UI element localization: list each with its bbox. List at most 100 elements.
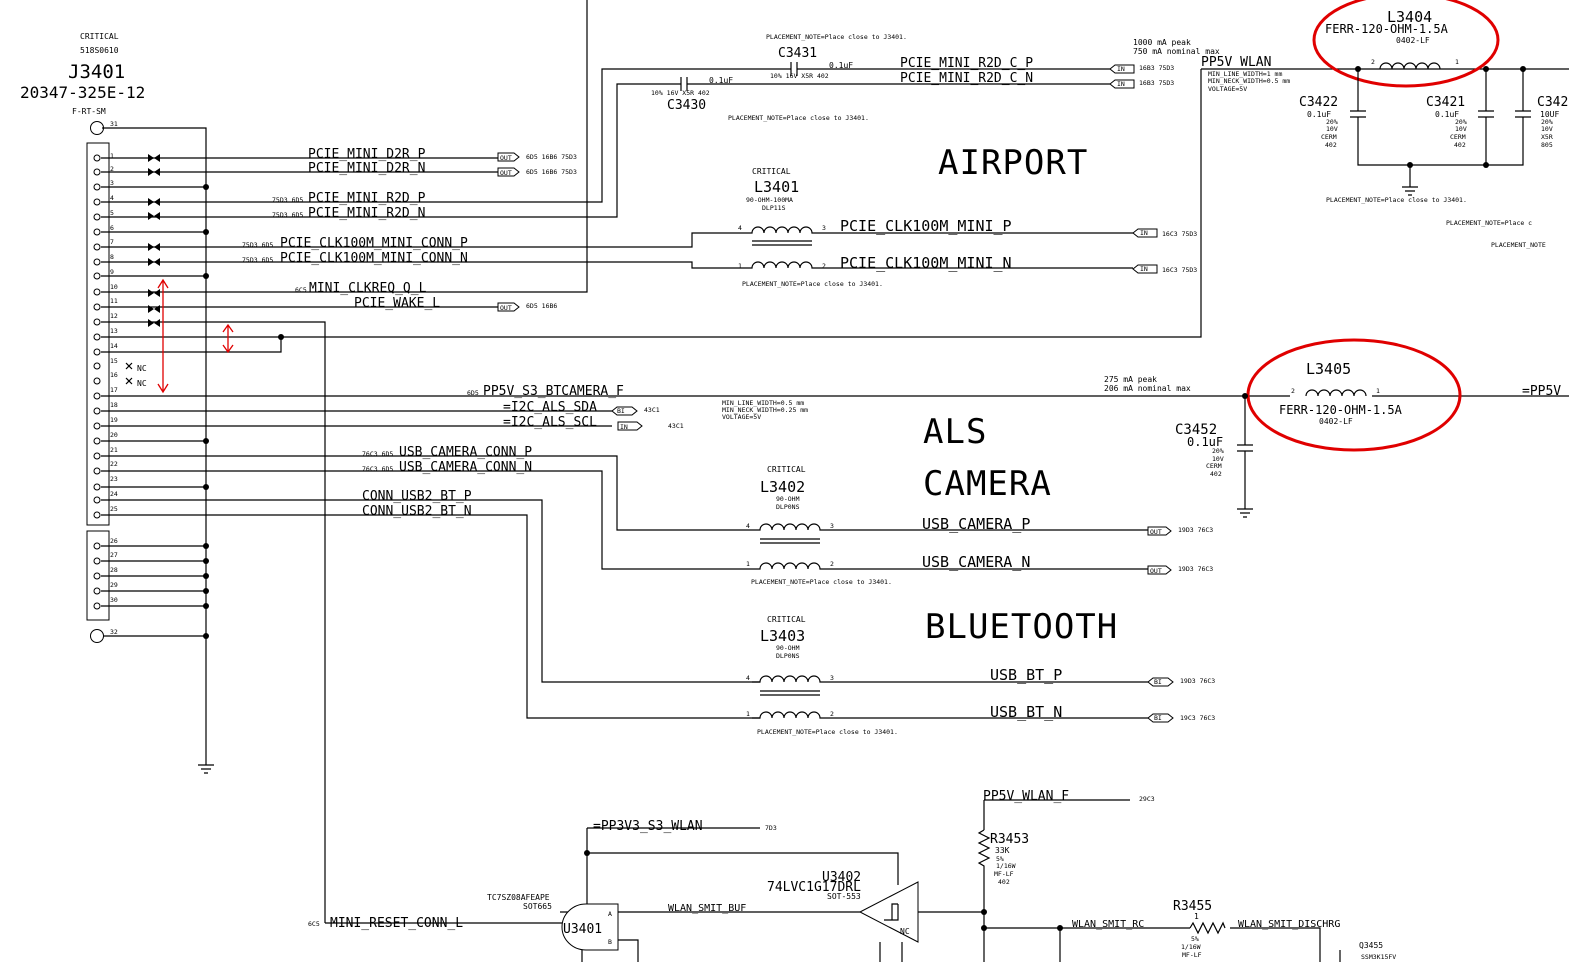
pin-circle: [93, 258, 101, 266]
xref-usbcam-p: 19D3 76C3: [1178, 526, 1213, 534]
capacitor-c3421[interactable]: C3421 0.1uF 20% 10V CERM 402: [1426, 95, 1467, 149]
pin-17-label: 17: [110, 386, 118, 394]
xref-clk-conn-p: 75D3 6D5: [242, 241, 273, 249]
net-pcie-mini-d2r-p: PCIE_MINI_D2R_P: [308, 147, 426, 162]
capacitor-c3430[interactable]: C3430 0.1uF 10% 16V X5R 402: [651, 68, 1110, 113]
schmitt-buffer-u3402[interactable]: U3402 74LVC1G17DRL SOT-553 NC: [767, 870, 919, 962]
net-usb-camera-conn-n: USB_CAMERA_CONN_N: [399, 460, 532, 475]
svg-text:10% 16V X5R 402: 10% 16V X5R 402: [651, 89, 710, 97]
pin-20-label: 20: [110, 431, 118, 439]
mosfet-q3455[interactable]: Q3455 SSM3K15FV: [1339, 941, 1396, 962]
svg-text:0.1uF: 0.1uF: [829, 61, 853, 70]
pin-10-label: 10: [110, 283, 118, 291]
capacitor-c342x[interactable]: C342 10UF 20% 10V X5R 805: [1537, 95, 1568, 149]
connector-pin-circles: [93, 154, 101, 610]
note-wlan-peak: 1000 mA peak: [1133, 38, 1191, 47]
pin-8-label: 8: [110, 253, 114, 261]
svg-text:BI: BI: [1154, 714, 1162, 722]
pin-9-label: 9: [110, 268, 114, 276]
in-flag-r2d-c-p: IN: [1109, 64, 1135, 74]
nc-label-16: NC: [137, 379, 147, 388]
svg-text:Q3455: Q3455: [1359, 941, 1383, 950]
note-place-l3403: PLACEMENT_NOTE=Place close to J3401.: [757, 728, 898, 736]
net-conn-usb2-bt-p: CONN_USB2_BT_P: [362, 489, 472, 504]
out-flag-d2r-p: OUT: [497, 152, 520, 162]
pin-4-label: 4: [110, 194, 114, 202]
net-pp5v-wlan: PP5V_WLAN: [1201, 55, 1271, 70]
capacitor-c3452[interactable]: C3452 0.1uF 20% 10V CERM 402: [1175, 393, 1253, 518]
section-als: ALS: [923, 412, 987, 452]
xref-clk-conn-n: 75D3 6D5: [242, 256, 273, 264]
svg-text:R3453: R3453: [990, 832, 1029, 847]
svg-text:IN: IN: [1140, 229, 1148, 237]
svg-text:0402-LF: 0402-LF: [1319, 417, 1353, 426]
pin-circle: [93, 377, 101, 385]
connector-type: F-RT-SM: [72, 107, 106, 116]
net-pcie-mini-d2r-n: PCIE_MINI_D2R_N: [308, 161, 425, 176]
net-pcie-mini-r2d-n: PCIE_MINI_R2D_N: [308, 206, 425, 221]
pin-26-label: 26: [110, 537, 118, 545]
net-usb-camera-p: USB_CAMERA_P: [922, 515, 1030, 533]
ground-bus: [102, 127, 214, 774]
net-clk-conn-n: PCIE_CLK100M_MINI_CONN_N: [280, 251, 468, 266]
junction-pp3v3: [584, 850, 590, 856]
svg-text:10UF: 10UF: [1540, 110, 1559, 119]
svg-text:IN: IN: [1140, 265, 1148, 273]
pin-28-label: 28: [110, 566, 118, 574]
svg-text:SOT-553: SOT-553: [827, 892, 861, 901]
svg-text:1: 1: [738, 262, 742, 270]
svg-text:C3422: C3422: [1299, 95, 1338, 110]
pin-circle: [93, 198, 101, 206]
pin-circle: [93, 407, 101, 415]
pin12-14-nets: [101, 69, 1202, 923]
svg-text:IN: IN: [620, 423, 628, 431]
in-flag-r2d-c-n: IN: [1109, 79, 1135, 89]
bi-flag-usbbt-n: BI: [1147, 713, 1174, 723]
svg-text:10V: 10V: [1212, 455, 1224, 463]
svg-text:C3431: C3431: [778, 46, 817, 61]
svg-text:2: 2: [830, 560, 834, 568]
net-wlan-smit-dischrg: WLAN_SMIT_DISCHRG: [1238, 919, 1340, 930]
svg-text:OUT: OUT: [500, 304, 512, 312]
xref-usbcam-conn-n: 76C3 6D5: [362, 465, 393, 473]
svg-text:33K: 33K: [995, 846, 1010, 855]
pin-5-label: 5: [110, 209, 114, 217]
svg-text:1: 1: [1455, 58, 1459, 66]
pin-circle: [93, 362, 101, 370]
net-i2c-als-scl: =I2C_ALS_SCL: [503, 415, 597, 430]
svg-text:IN: IN: [1117, 80, 1125, 88]
pin-27-label: 27: [110, 551, 118, 559]
r2d-nets: [101, 68, 672, 218]
usb-camera-nets: [828, 529, 1148, 570]
net-pcie-clk100m-mini-n: PCIE_CLK100M_MINI_N: [840, 254, 1012, 272]
svg-text:1: 1: [746, 710, 750, 718]
section-bluetooth: BLUETOOTH: [925, 607, 1118, 647]
and-gate-u3401[interactable]: U3401 TC7SZ08AFEAPE SOT665 AB: [487, 893, 639, 962]
pin-circle: [93, 452, 101, 460]
svg-text:1: 1: [746, 560, 750, 568]
pin-7-label: 7: [110, 238, 114, 246]
resistor-r3453[interactable]: R3453 33K 5% 1/16W MF-LF 402: [977, 829, 1029, 888]
note-wlan-voltage: VOLTAGE=5V: [1208, 85, 1247, 93]
pin-circle: [93, 392, 101, 400]
xref-r2d-p: 75D3 6D5: [272, 196, 303, 204]
pin-circle: [93, 496, 101, 504]
svg-text:OUT: OUT: [1150, 528, 1162, 536]
capacitor-c3431[interactable]: C3431 0.1uF 10% 16V X5R 402: [770, 46, 1110, 80]
svg-text:4: 4: [746, 522, 750, 530]
svg-text:OUT: OUT: [500, 154, 512, 162]
svg-text:0402-LF: 0402-LF: [1396, 36, 1430, 45]
pin-circle: [93, 303, 101, 311]
net-pp5v-s3-btcamera-f: PP5V_S3_BTCAMERA_F: [483, 384, 624, 399]
svg-text:74LVC1G17DRL: 74LVC1G17DRL: [767, 880, 861, 895]
capacitor-c3422[interactable]: C3422 0.1uF 20% 10V CERM 402: [1299, 95, 1338, 149]
pin-circle: [93, 542, 101, 550]
pin-circle: [93, 348, 101, 356]
resistor-r3455[interactable]: R3455 1 5% 1/16W MF-LF: [1173, 899, 1226, 959]
